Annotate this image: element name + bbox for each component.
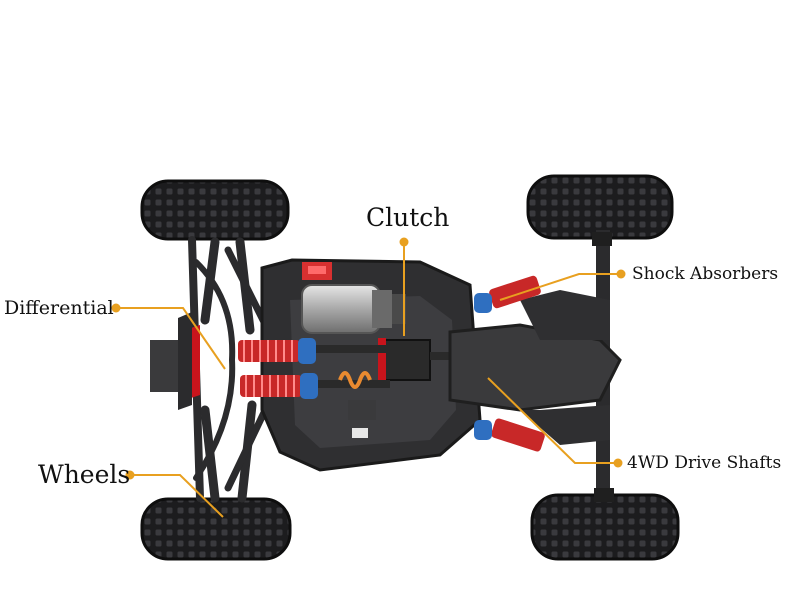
servo-spring [338, 371, 372, 389]
wheel-front-bottom [530, 493, 680, 561]
rear-suspension [188, 236, 274, 503]
label-shock-absorbers: Shock Absorbers [632, 264, 779, 284]
label-wheels: Wheels [38, 460, 131, 489]
motor [301, 284, 406, 334]
leader-dots [111, 237, 626, 480]
servo [348, 400, 376, 420]
wheel-front-top [526, 174, 674, 240]
clutch-assembly [378, 338, 431, 386]
rear-shock-bottom [240, 373, 318, 399]
rear-shock-top [238, 338, 316, 364]
label-4wd-drive-shafts: 4WD Drive Shafts [627, 453, 782, 473]
label-clutch: Clutch [366, 203, 450, 232]
chassis [260, 258, 482, 472]
wheel-rear-top [140, 179, 290, 241]
wheel-rear-bottom [140, 497, 292, 561]
label-differential: Differential [4, 297, 114, 319]
connector [352, 428, 368, 438]
leader-lines [116, 242, 621, 518]
rear-bumper [150, 312, 200, 410]
front-shock-bottom [474, 418, 545, 452]
front-frame [448, 230, 622, 502]
